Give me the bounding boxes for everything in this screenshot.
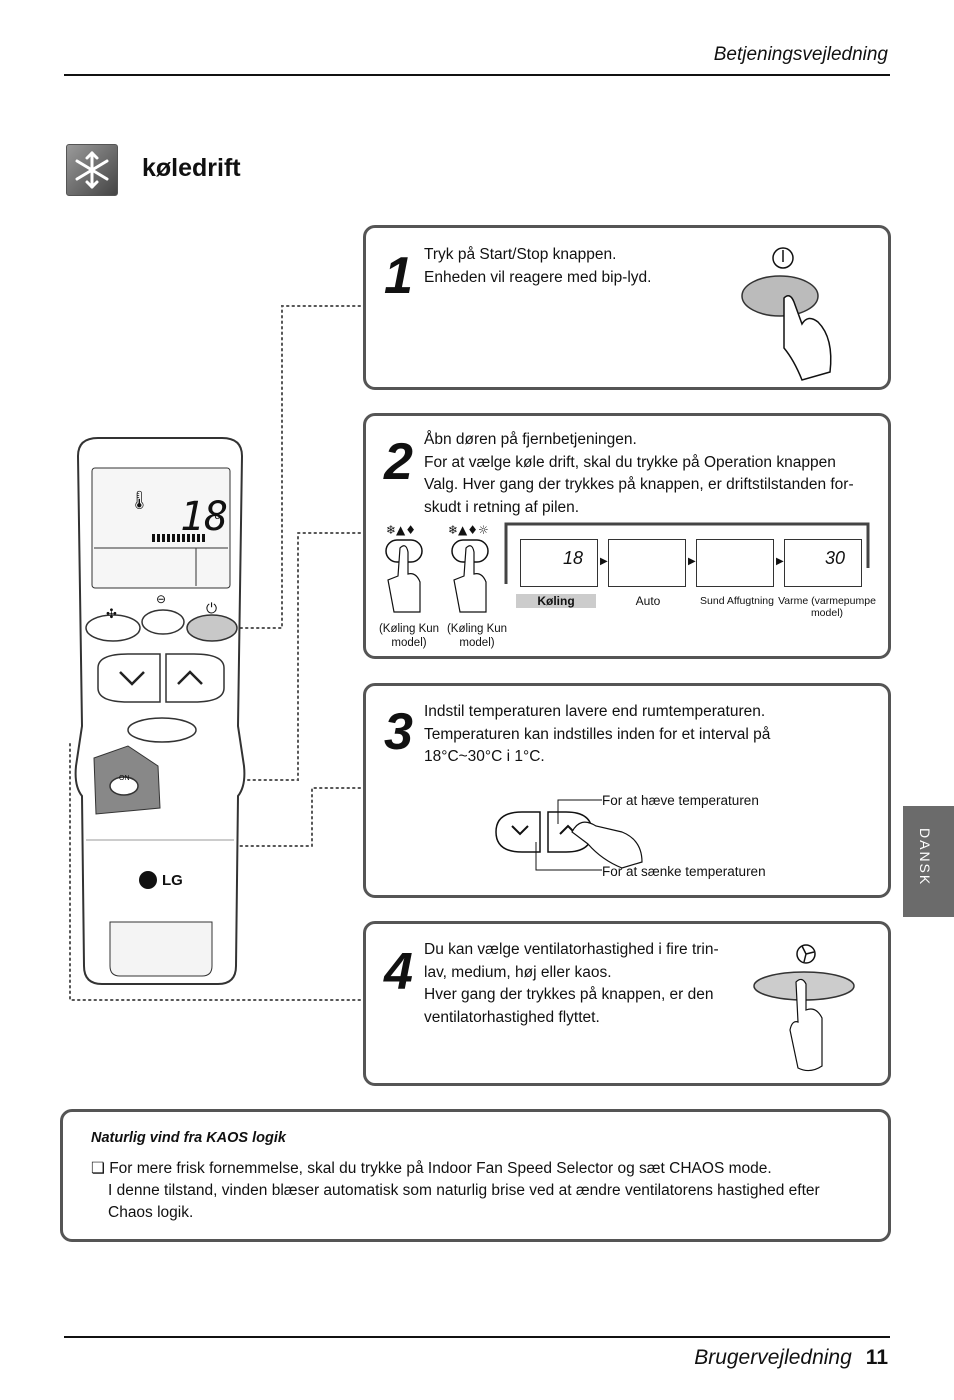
- language-tab: DANSK: [903, 806, 954, 917]
- step-number: 2: [384, 433, 413, 491]
- mode-label-heating: Varme (varmepumpe model): [778, 595, 876, 619]
- start-stop-button-illustration: [741, 247, 832, 381]
- note-body: ❏ For mere frisk fornemmelse, skal du tr…: [91, 1160, 820, 1221]
- lg-logo: LG: [162, 872, 183, 889]
- lcd-heating: 30: [784, 539, 862, 587]
- remote-display-temp: 18: [180, 494, 229, 540]
- snowflake-icon: [66, 144, 118, 196]
- footer-title: Brugervejledning: [694, 1346, 852, 1369]
- arrow-right-icon: ▶: [776, 556, 784, 567]
- operation-button-illustration: ❄▲♦ ❄▲♦☼: [385, 523, 489, 613]
- temperature-buttons-illustration: [495, 799, 643, 871]
- fan-swing-icon: ✣: [106, 606, 117, 621]
- lcd-cooling-temp: 18: [563, 548, 584, 568]
- arrow-right-icon: ▶: [600, 556, 608, 567]
- section-title: køledrift: [142, 154, 241, 182]
- step-number: 4: [384, 943, 413, 1001]
- step-4-text: Du kan vælge ventilatorhastighed i fire …: [424, 941, 719, 1026]
- step-3-panel: 3 Indstil temperaturen lavere end rumtem…: [363, 683, 891, 898]
- lcd-heating-temp: 30: [825, 548, 846, 568]
- timer-icon: ⊖: [156, 592, 167, 606]
- step-1-panel: 1 Tryk på Start/Stop knappen. Enheden vi…: [363, 225, 891, 390]
- fan-speed-button-illustration: [753, 944, 855, 1072]
- step-4-panel: 4 Du kan vælge ventilatorhastighed i fir…: [363, 921, 891, 1086]
- remote-on-label: ON: [119, 775, 130, 782]
- footer: Brugervejledning 11: [694, 1346, 888, 1370]
- step-2-panel: 2 Åbn døren på fjernbetjeningen. For at …: [363, 413, 891, 659]
- lcd-auto: [608, 539, 686, 587]
- mode-label-auto: Auto: [635, 594, 661, 608]
- mode-label-dehumidify: Sund Affugtning: [700, 595, 774, 607]
- svg-text:❄▲♦☼: ❄▲♦☼: [448, 523, 489, 537]
- remote-control: 18 °c 🌡 ✣ ⊖ ⏻ ON LG: [68, 436, 252, 986]
- fan-level-bars: [152, 534, 206, 542]
- kaos-note-panel: Naturlig vind fra KAOS logik ❏ For mere …: [60, 1109, 891, 1242]
- step-1-text: Tryk på Start/Stop knappen. Enheden vil …: [424, 246, 652, 286]
- lcd-cooling: 18: [520, 539, 598, 587]
- mode-sequence-frame: [504, 522, 870, 584]
- mode-label-cooling: Køling: [516, 594, 596, 608]
- step-number: 3: [384, 703, 413, 761]
- step-number: 1: [384, 247, 413, 305]
- raise-temperature-label: For at hæve temperaturen: [602, 793, 759, 808]
- svg-text:❄▲♦: ❄▲♦: [386, 523, 416, 537]
- header-rule: [64, 74, 890, 76]
- model-label-2: (Køling Kun model): [446, 623, 508, 649]
- lower-temperature-label: For at sænke temperaturen: [602, 864, 766, 879]
- thermometer-icon: 🌡: [128, 490, 151, 510]
- step-3-text: Indstil temperaturen lavere end rumtempe…: [424, 703, 771, 765]
- page-number: 11: [865, 1346, 888, 1369]
- model-label-1: (Køling Kun model): [378, 623, 440, 649]
- remote-display-unit: °c: [210, 510, 220, 522]
- header-title: Betjeningsvejledning: [713, 44, 888, 65]
- footer-rule: [64, 1336, 890, 1338]
- lcd-dehumidify: [696, 539, 774, 587]
- note-title: Naturlig vind fra KAOS logik: [91, 1130, 286, 1146]
- arrow-right-icon: ▶: [688, 556, 696, 567]
- step-2-text: Åbn døren på fjernbetjeningen. For at væ…: [424, 431, 854, 516]
- power-icon: ⏻: [206, 600, 218, 616]
